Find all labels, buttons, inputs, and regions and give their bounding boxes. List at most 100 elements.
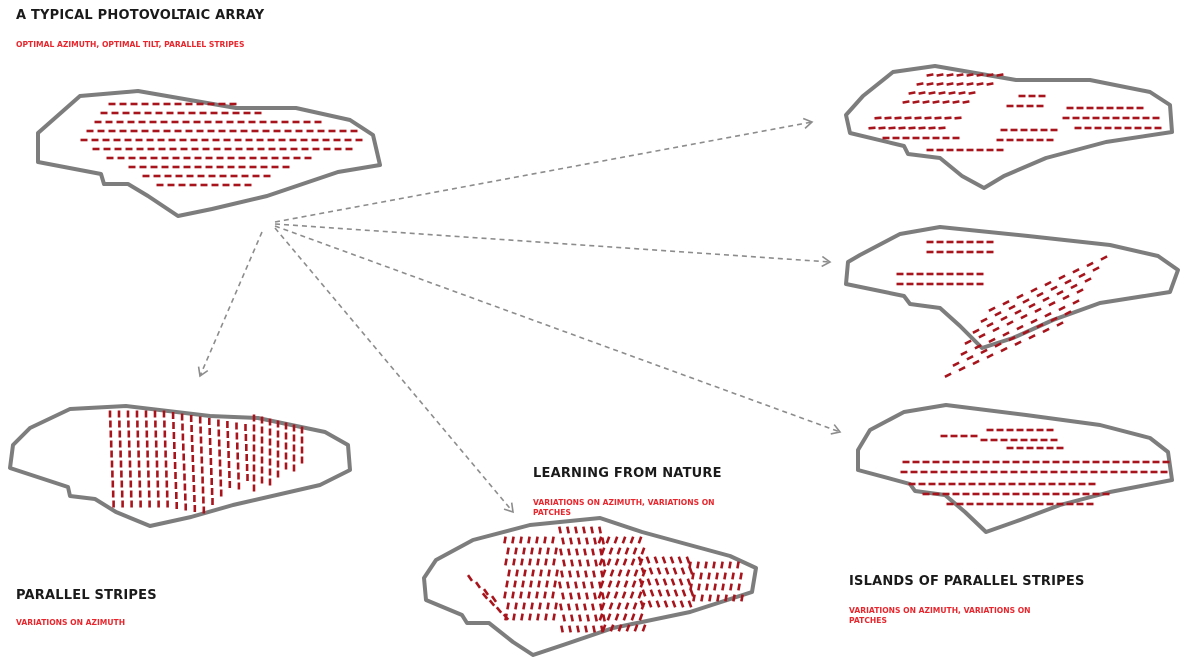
solar-panel [948,91,956,95]
solar-panel [598,581,602,589]
solar-panel [988,306,996,312]
solar-panel [482,588,490,596]
solar-panel [504,558,508,566]
solar-panel [583,548,587,556]
solar-panel [908,126,916,130]
arrow-to-island-variant-3 [274,225,842,435]
solar-panel [523,569,527,577]
solar-panel [962,100,970,104]
solar-panel [597,591,603,599]
solar-panel [511,536,515,544]
solar-panel [878,126,886,130]
solar-panel [570,559,574,567]
solar-panel [614,613,620,621]
solar-panel [1076,288,1084,294]
solar-panel [621,591,627,599]
land-outlines [8,64,1180,657]
solar-panel [1072,268,1080,274]
solar-panel [546,602,550,610]
solar-panel [986,353,994,359]
solar-panel [976,73,984,77]
solar-panel [481,592,489,600]
solar-panel [696,561,700,569]
solar-panel [956,82,964,86]
solar-panel [495,606,503,614]
solar-panel [551,591,555,599]
solar-panel [914,116,922,120]
solar-panel [583,603,587,611]
solar-panel [597,536,603,544]
solar-panel [724,594,728,602]
solar-panel [966,73,974,77]
solar-panel [591,548,595,556]
solar-panel [691,572,695,580]
solar-panel [960,350,968,356]
solar-panel [1070,283,1078,290]
solar-panel [562,614,566,622]
island-variant-2-outline [844,225,1180,350]
solar-panel [708,594,712,602]
solar-panel [1020,313,1028,320]
solar-panel [968,91,976,95]
solar-panel [562,559,566,567]
solar-panel [578,559,582,567]
solar-panel [599,603,603,611]
solar-panel [577,537,581,545]
solar-panel [677,556,683,564]
solar-panel [680,567,686,575]
solar-panel [575,603,579,611]
solar-panel [633,624,639,632]
solar-panel [663,600,669,608]
solar-panel [631,580,637,588]
solar-panel [646,578,652,586]
solar-panel [640,567,646,575]
solar-panel [632,547,638,555]
solar-panel [637,556,643,564]
solar-panel [928,126,936,130]
solar-panel [689,589,695,597]
solar-panel [966,82,974,86]
solar-panel [645,556,651,564]
solar-panel [624,547,630,555]
solar-panel [569,592,573,600]
island-variant-3-outline [856,403,1174,534]
solar-panel [958,366,966,372]
solar-panel [1034,307,1042,313]
solar-panel [1092,266,1100,272]
solar-panel [934,116,942,120]
parallel-stripes-outline [8,404,352,528]
solar-panel [1022,329,1030,335]
solar-panel [707,572,711,580]
solar-panel [1006,320,1014,326]
solar-panel [692,594,696,602]
solar-panel [655,600,661,608]
solar-panel [544,558,548,566]
solar-panel [1056,321,1064,327]
solar-panel [638,613,644,621]
solar-panel [558,581,562,589]
solar-panel [1042,327,1050,334]
solar-panel [512,558,516,566]
solar-panel [466,574,474,582]
solar-panel [868,126,876,130]
solar-panel [942,100,950,104]
solar-panel [527,536,531,544]
solar-panel [946,73,954,77]
solar-panel [601,624,607,632]
solar-panel [574,526,578,534]
solar-panel [938,126,946,130]
solar-panel [653,556,659,564]
solar-panel [592,570,596,578]
solar-panel [641,624,647,632]
solar-panel [992,326,1000,333]
solar-panel [1022,298,1030,304]
solar-panel [1072,299,1080,305]
solar-panel [729,583,733,591]
solar-panel [740,594,744,602]
solar-panel [598,613,604,621]
solar-panel [687,600,693,608]
solar-panel [600,602,606,610]
arrow-to-island-variant-2 [274,223,832,268]
solar-panel [607,580,613,588]
solar-panel [681,589,687,597]
